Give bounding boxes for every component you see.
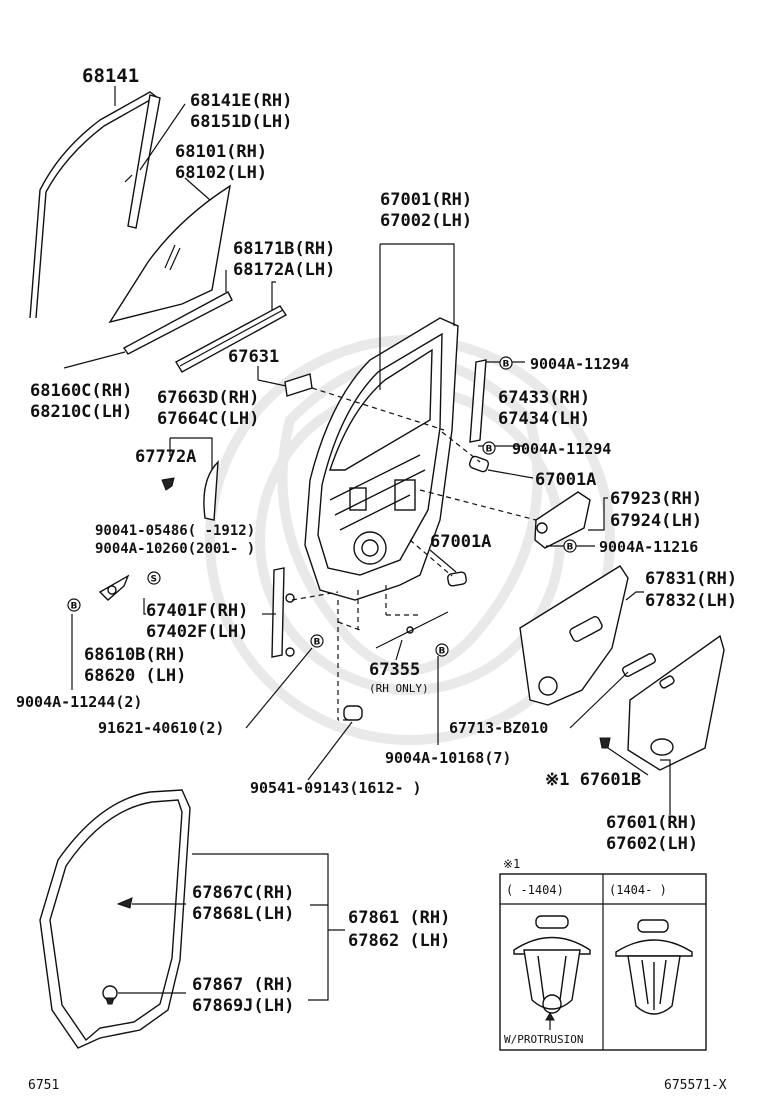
- label-9004a-11294-upper[interactable]: 9004A-11294: [530, 355, 629, 373]
- bolt-badge-9004a-11216: B: [563, 539, 577, 553]
- svg-text:B: B: [71, 602, 78, 612]
- label-68210c[interactable]: 68210C(LH): [30, 402, 132, 422]
- label-67869j[interactable]: 67869J(LH): [192, 996, 294, 1016]
- frame-cover-67663d[interactable]: [203, 460, 219, 521]
- door-trim-board-67831[interactable]: [519, 565, 629, 706]
- weatherstrip-clip-67867c[interactable]: [116, 897, 133, 909]
- label-67402f[interactable]: 67402F(LH): [146, 622, 248, 642]
- label-68610b[interactable]: 68610B(RH): [84, 645, 186, 665]
- lock-rod-67355[interactable]: [375, 611, 449, 649]
- label-67631[interactable]: 67631: [228, 347, 279, 367]
- svg-text:S: S: [151, 575, 157, 585]
- svg-text:B: B: [486, 445, 493, 455]
- label-67001a-lower[interactable]: 67001A: [430, 532, 491, 552]
- check-assy-68610b[interactable]: [98, 574, 130, 601]
- label-9004a-11294-lower[interactable]: 9004A-11294: [512, 440, 611, 458]
- label-67663d[interactable]: 67663D(RH): [157, 388, 259, 408]
- label-68141[interactable]: 68141: [82, 65, 139, 87]
- svg-text:B: B: [567, 543, 574, 553]
- leader-lines: [63, 86, 671, 1001]
- door-trim-panel-67601[interactable]: [627, 634, 725, 771]
- figure-reference: 675571-X: [664, 1078, 727, 1093]
- label-68160c[interactable]: 68160C(RH): [30, 381, 132, 401]
- door-frame-sub-67401f[interactable]: [271, 567, 295, 658]
- label-68102[interactable]: 68102(LH): [175, 163, 267, 183]
- label-67867[interactable]: 67867 (RH): [192, 975, 294, 995]
- diagram-code: 6751: [28, 1078, 59, 1093]
- label-67664c[interactable]: 67664C(LH): [157, 409, 259, 429]
- label-67832[interactable]: 67832(LH): [645, 591, 737, 611]
- label-67601b[interactable]: ※1 67601B: [545, 770, 641, 790]
- inset-caption: W/PROTRUSION: [504, 1033, 583, 1046]
- stopper-67001a-lower[interactable]: [447, 571, 467, 587]
- label-67861[interactable]: 67861 (RH): [348, 908, 450, 928]
- svg-text:B: B: [503, 360, 510, 370]
- label-67434[interactable]: 67434(LH): [498, 409, 590, 429]
- weatherstrip-68171b[interactable]: [175, 305, 288, 373]
- label-9004a-10260[interactable]: 9004A-10260(2001- ): [95, 541, 255, 557]
- label-68620[interactable]: 68620 (LH): [84, 666, 186, 686]
- label-67867c[interactable]: 67867C(RH): [192, 883, 294, 903]
- label-67772a[interactable]: 67772A: [135, 447, 196, 467]
- door-weatherstrip-67861[interactable]: [39, 789, 191, 1049]
- label-67831[interactable]: 67831(RH): [645, 569, 737, 589]
- part-labels: 68141 68141E(RH) 68151D(LH) 68101(RH) 68…: [16, 65, 737, 1093]
- bolt-badge-9004a-11244: B: [67, 598, 81, 612]
- inset-note-mark: ※1: [503, 857, 520, 871]
- armrest-bracket-67923[interactable]: [534, 491, 591, 549]
- label-67001[interactable]: 67001(RH): [380, 190, 472, 210]
- label-67924[interactable]: 67924(LH): [610, 511, 702, 531]
- bolt-badge-91621: B: [310, 634, 324, 648]
- label-67868l[interactable]: 67868L(LH): [192, 904, 294, 924]
- weatherstrip-clip-67867[interactable]: [102, 985, 118, 1005]
- label-68171b[interactable]: 68171B(RH): [233, 239, 335, 259]
- label-68101[interactable]: 68101(RH): [175, 142, 267, 162]
- clip-new-type: [615, 919, 693, 1015]
- clip-67772a[interactable]: [161, 477, 175, 491]
- bumper-90541[interactable]: [343, 705, 363, 721]
- label-67002[interactable]: 67002(LH): [380, 211, 472, 231]
- label-67862[interactable]: 67862 (LH): [348, 931, 450, 951]
- switch-base-67713[interactable]: [621, 652, 657, 678]
- bolt-badge-9004a-11294-lower: B: [482, 441, 496, 455]
- glass-run-68141[interactable]: [29, 91, 159, 319]
- label-90041-05486[interactable]: 90041-05486( -1912): [95, 523, 255, 539]
- label-67401f[interactable]: 67401F(RH): [146, 601, 248, 621]
- door-panel-67001[interactable]: [304, 317, 459, 601]
- label-9004a-10168[interactable]: 9004A-10168(7): [385, 749, 511, 767]
- rear-sash-channel-67433[interactable]: [469, 359, 487, 443]
- label-67923[interactable]: 67923(RH): [610, 489, 702, 509]
- label-91621-40610[interactable]: 91621-40610(2): [98, 719, 224, 737]
- assembly-dashed-lines: [291, 387, 537, 721]
- label-68151d[interactable]: 68151D(LH): [190, 112, 292, 132]
- label-9004a-11216[interactable]: 9004A-11216: [599, 538, 698, 556]
- door-glass-68101[interactable]: [108, 184, 231, 324]
- label-68141e[interactable]: 68141E(RH): [190, 91, 292, 111]
- stopper-67001a-upper[interactable]: [468, 455, 490, 473]
- label-67601[interactable]: 67601(RH): [606, 813, 698, 833]
- inset-col-left-label: ( -1404): [506, 883, 564, 897]
- label-90541-09143[interactable]: 90541-09143(1612- ): [250, 779, 422, 797]
- trim-clip-67601b[interactable]: [599, 737, 611, 749]
- belt-moulding-68160c[interactable]: [122, 291, 233, 355]
- clip-old-type: [513, 915, 591, 1030]
- screw-badge-s: S: [147, 571, 161, 585]
- svg-text:B: B: [439, 647, 446, 657]
- label-67355-note: (RH ONLY): [369, 682, 429, 695]
- label-67602[interactable]: 67602(LH): [606, 834, 698, 854]
- svg-text:B: B: [314, 638, 321, 648]
- label-68172a[interactable]: 68172A(LH): [233, 260, 335, 280]
- clip-variant-inset: ※1 ( -1404) (1404- ) W/PROTRUSION: [499, 857, 707, 1051]
- label-67433[interactable]: 67433(RH): [498, 388, 590, 408]
- label-67713-bz010[interactable]: 67713-BZ010: [449, 719, 548, 737]
- label-67001a-upper[interactable]: 67001A: [535, 470, 596, 490]
- bolt-badge-9004a-11294-upper: B: [499, 356, 513, 370]
- glass-run-channel-68141e[interactable]: [124, 94, 161, 229]
- label-67355[interactable]: 67355: [369, 660, 420, 680]
- inset-col-right-label: (1404- ): [609, 883, 667, 897]
- bolt-badge-9004a-10168: B: [435, 643, 449, 657]
- label-9004a-11244[interactable]: 9004A-11244(2): [16, 693, 142, 711]
